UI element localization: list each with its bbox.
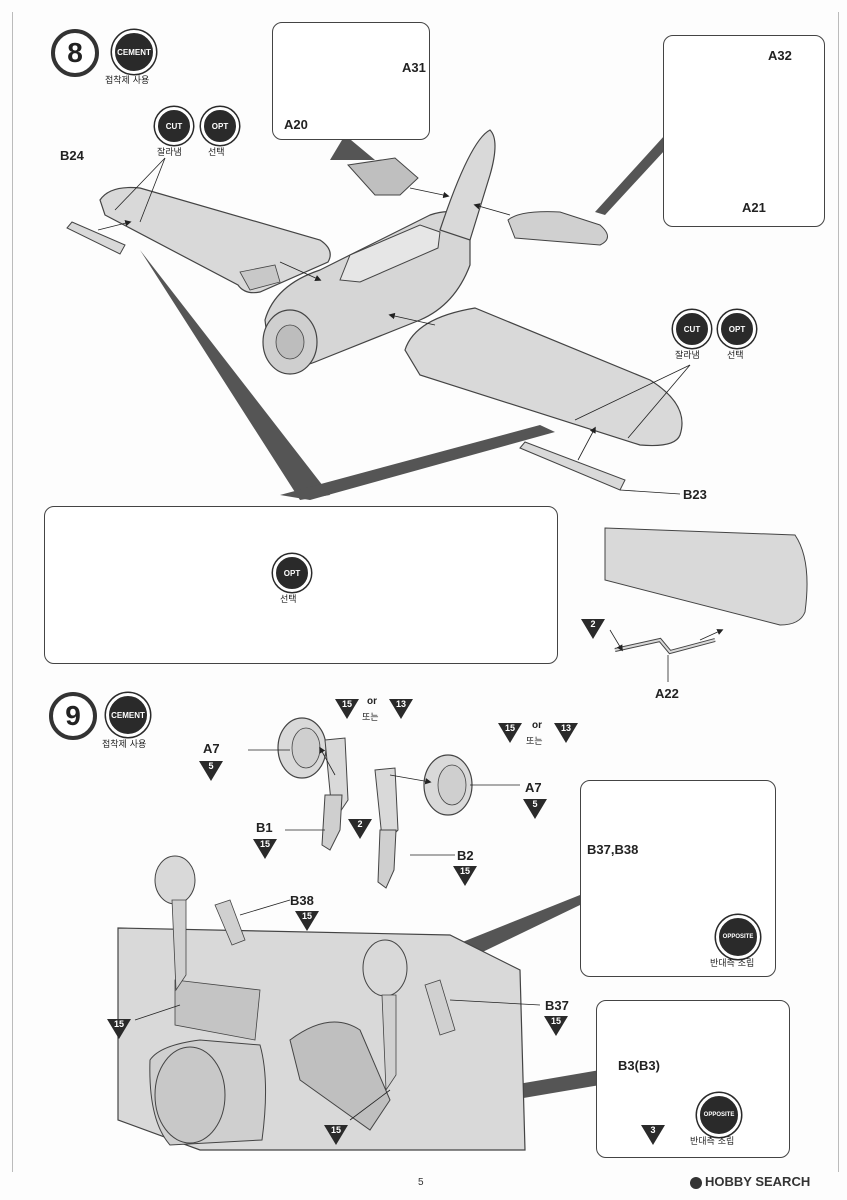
cement-badge-9: CEMENT [106, 693, 150, 737]
paint-13-triangle: 13 [388, 698, 414, 720]
paint-5-triangle-2: 5 [522, 798, 548, 820]
step-number-9: 9 [49, 692, 97, 740]
label-a7-2: A7 [525, 780, 542, 795]
hobbysearch-logo-icon [690, 1176, 702, 1189]
paint-15-triangle-bottom: 15 [323, 1124, 349, 1146]
label-a7: A7 [203, 741, 220, 756]
paint-15-triangle-left: 15 [106, 1018, 132, 1040]
step-number-8: 8 [51, 29, 99, 77]
or-kor: 또는 [362, 713, 379, 723]
or-text: or [367, 696, 377, 707]
paint-3-triangle: 3 [640, 1124, 666, 1146]
opposite-badge: OPPOSITE [716, 915, 760, 959]
cut-badge: CUT [155, 107, 193, 145]
pointer-wedge [140, 250, 330, 500]
callout-triangle-2: 2 [580, 618, 606, 640]
detail-box-a32-a21 [663, 35, 825, 227]
label-b37-b38: B37,B38 [587, 842, 639, 857]
paint-15-triangle-b37: 15 [543, 1015, 569, 1037]
label-b23: B23 [683, 487, 707, 502]
cut-text: 잘라냄 [157, 148, 182, 158]
page-frame [12, 12, 839, 1172]
label-a32: A32 [768, 48, 792, 63]
detail-box-a31-a20 [272, 22, 430, 140]
label-a31: A31 [402, 60, 426, 75]
label-b38: B38 [290, 893, 314, 908]
pointer-wedge-2 [280, 425, 555, 500]
opposite-text: 반대측 조립 [710, 959, 755, 969]
cut-text-2: 잘라냄 [675, 351, 700, 361]
right-wing-part [404, 307, 683, 447]
cement-text: 접착제 사용 [105, 76, 150, 86]
callout-2-step9: 2 [347, 818, 373, 840]
paint-15-triangle-2: 15 [497, 722, 523, 744]
label-a22: A22 [655, 686, 679, 701]
page-number: 5 [418, 1177, 424, 1188]
paint-15-triangle-b2: 15 [452, 865, 478, 887]
cement-text-9: 접착제 사용 [102, 740, 147, 750]
label-b2: B2 [457, 848, 474, 863]
option-badge: OPT [273, 554, 311, 592]
watermark: HOBBY SEARCH [690, 1174, 810, 1189]
or-text-2: or [532, 720, 542, 731]
label-b1: B1 [256, 820, 273, 835]
cut-badge-2: CUT [673, 310, 711, 348]
opt-badge-2: OPT [718, 310, 756, 348]
paint-15-triangle-b38: 15 [294, 910, 320, 932]
paint-15-triangle: 15 [334, 698, 360, 720]
opt-text: 선택 [208, 148, 225, 158]
opt-badge: OPT [201, 107, 239, 145]
detail-box-b3 [596, 1000, 790, 1158]
label-b24: B24 [60, 148, 84, 163]
cement-badge: CEMENT [112, 30, 156, 74]
left-wing-part [99, 186, 331, 294]
label-b37: B37 [545, 998, 569, 1013]
paint-13-triangle-2: 13 [553, 722, 579, 744]
label-a21: A21 [742, 200, 766, 215]
label-a20: A20 [284, 117, 308, 132]
opposite-text-2: 반대측 조립 [690, 1137, 735, 1147]
opposite-badge-2: OPPOSITE [697, 1093, 741, 1137]
label-b3: B3(B3) [618, 1058, 660, 1073]
option-text: 선택 [280, 595, 297, 605]
opt-text-2: 선택 [727, 351, 744, 361]
paint-15-triangle-b1: 15 [252, 838, 278, 860]
watermark-text: HOBBY SEARCH [705, 1174, 811, 1189]
paint-5-triangle: 5 [198, 760, 224, 782]
or-kor-2: 또는 [526, 737, 543, 747]
